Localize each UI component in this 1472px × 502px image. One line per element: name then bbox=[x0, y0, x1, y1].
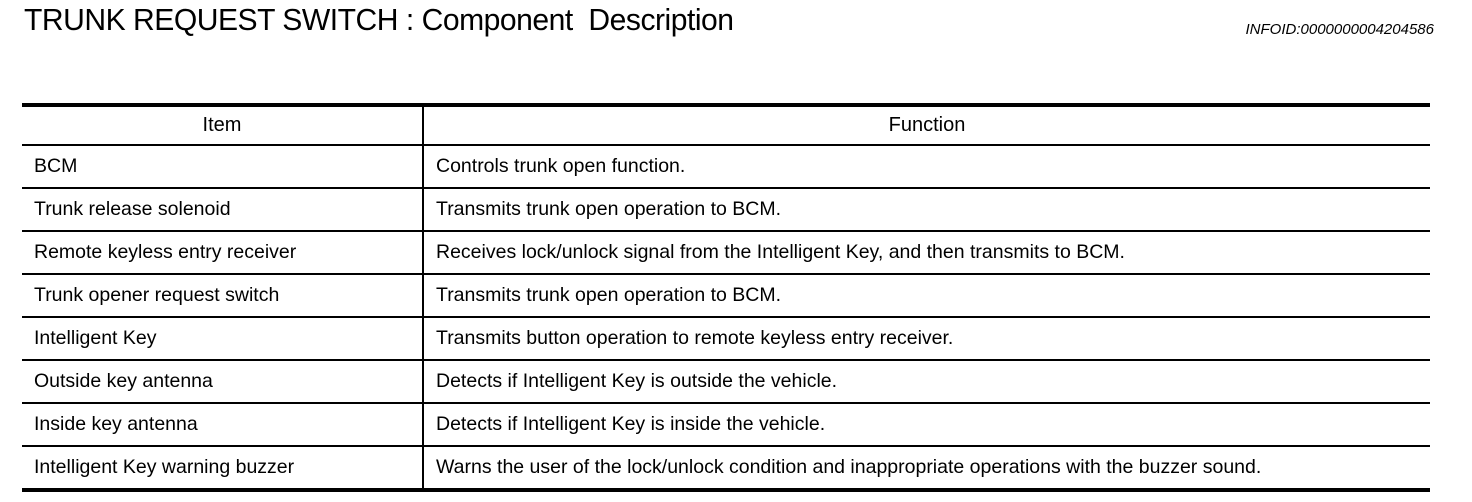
item-cell: Trunk opener request switch bbox=[22, 274, 424, 318]
infoid-label: INFOID:0000000004204586 bbox=[1245, 21, 1434, 38]
item-cell: Inside key antenna bbox=[22, 403, 424, 447]
item-cell: Intelligent Key bbox=[22, 317, 424, 361]
item-cell: Outside key antenna bbox=[22, 360, 424, 404]
function-cell: Receives lock/unlock signal from the Int… bbox=[423, 231, 1430, 275]
function-cell: Controls trunk open function. bbox=[423, 145, 1430, 189]
column-header-function: Function bbox=[423, 105, 1430, 146]
item-cell: Trunk release solenoid bbox=[22, 188, 424, 232]
item-cell: Remote keyless entry receiver bbox=[22, 231, 424, 275]
function-cell: Transmits trunk open operation to BCM. bbox=[423, 274, 1430, 318]
function-cell: Detects if Intelligent Key is inside the… bbox=[423, 403, 1430, 447]
table-header: Item Function bbox=[22, 105, 1430, 146]
table-header-row: Item Function bbox=[22, 105, 1430, 146]
function-cell: Detects if Intelligent Key is outside th… bbox=[423, 360, 1430, 404]
page-title: TRUNK REQUEST SWITCH : Component Descrip… bbox=[24, 2, 734, 37]
column-header-item: Item bbox=[22, 105, 424, 146]
function-cell: Warns the user of the lock/unlock condit… bbox=[423, 446, 1430, 491]
function-cell: Transmits button operation to remote key… bbox=[423, 317, 1430, 361]
item-cell: Intelligent Key warning buzzer bbox=[22, 446, 424, 491]
function-cell: Transmits trunk open operation to BCM. bbox=[423, 188, 1430, 232]
item-cell: BCM bbox=[22, 145, 424, 189]
